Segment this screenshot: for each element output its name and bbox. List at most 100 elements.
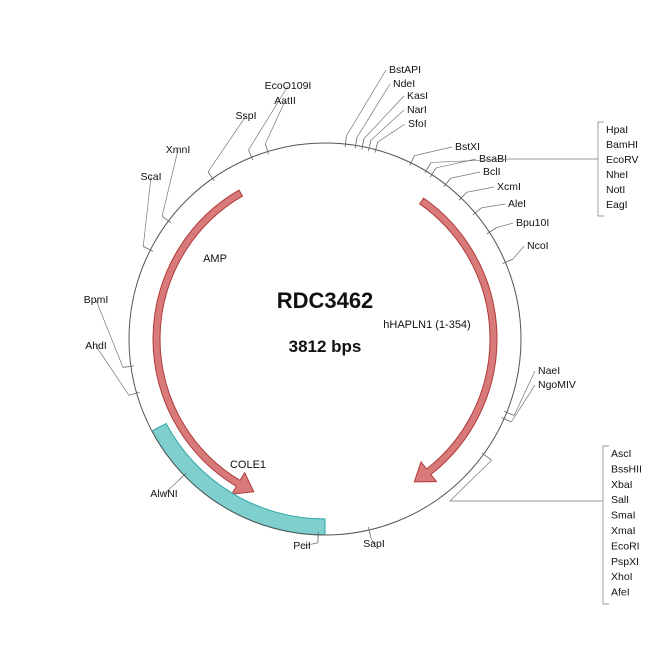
- site-leader-bstapi: [346, 69, 387, 137]
- cluster-label-xmai: XmaI: [611, 525, 636, 537]
- feature-label-cole1: COLE1: [230, 459, 266, 471]
- cluster-label-xhoi: XhoI: [611, 571, 633, 583]
- cluster-label-bsshii: BssHII: [611, 463, 642, 475]
- site-tick-kasi: [361, 138, 365, 150]
- site-tick-nari: [368, 140, 372, 152]
- site-tick-bstapi: [344, 136, 347, 148]
- site-label-alwni: AlwNI: [150, 488, 177, 500]
- site-tick-scai: [143, 246, 154, 252]
- site-tick-ncoi: [502, 258, 513, 264]
- cluster-label-ecori: EcoRI: [611, 540, 640, 552]
- site-leader-nari: [370, 109, 405, 141]
- site-tick-naei: [503, 410, 515, 416]
- plasmid-size: 3812 bps: [289, 337, 362, 356]
- site-leader-kasi: [363, 95, 405, 139]
- site-tick-ngomiv: [501, 417, 512, 423]
- cluster-label-afei: AfeI: [611, 587, 630, 599]
- cluster-tick-1: [481, 452, 492, 461]
- site-label-kasi: KasI: [407, 90, 428, 102]
- site-leader-bstxi: [414, 146, 453, 156]
- site-tick-bpu10i: [486, 227, 497, 235]
- sites-layer: EcoO109I AatII SspI XmnI ScaI BpmI AhdI AlwNI Pc…: [84, 64, 576, 552]
- cluster-label-nhei: NheI: [606, 169, 628, 181]
- site-label-scai: ScaI: [140, 171, 161, 183]
- cluster-label-asci: AscI: [611, 448, 631, 460]
- cluster-label-ecorv: EcoRV: [606, 154, 639, 166]
- cluster-label-sali: SalI: [611, 494, 629, 506]
- cluster-label-eagi: EagI: [606, 199, 628, 211]
- feature-arrow-amp: [152, 189, 255, 495]
- site-leader-aatii: [265, 100, 286, 145]
- feature-arrow-hhapln1: [413, 197, 498, 483]
- cluster-label-noti: NotI: [606, 184, 625, 196]
- site-label-aatii: AatII: [274, 95, 296, 107]
- site-leader-ncoi: [512, 245, 525, 260]
- site-label-bpu10i: Bpu10I: [516, 217, 549, 229]
- site-label-bcli: BclI: [483, 166, 501, 178]
- site-leader-sapi: [370, 537, 375, 545]
- site-leader-xmni: [161, 149, 179, 217]
- cluster-leader-1: [449, 459, 603, 502]
- site-label-sfoi: SfoI: [408, 118, 427, 130]
- site-label-alei: AleI: [508, 198, 526, 210]
- site-leader-ndei: [356, 83, 391, 138]
- site-leader-ahdi: [95, 345, 130, 396]
- site-leader-bsabi: [436, 158, 477, 169]
- cluster-bracket-1: [602, 445, 609, 605]
- feature-label-amp: AMP: [203, 253, 227, 265]
- site-leader-bpmi: [95, 299, 124, 368]
- site-tick-alei: [472, 207, 482, 216]
- cluster-label-pspxi: PspXI: [611, 556, 639, 568]
- cluster-tick-0: [424, 162, 432, 173]
- feature-label-hhapln1: hHAPLN1 (1-354): [383, 319, 470, 331]
- site-tick-sfoi: [374, 141, 379, 153]
- cluster-label-bamhi: BamHI: [606, 139, 638, 151]
- site-leader-sspi: [207, 115, 247, 173]
- site-leader-naei: [513, 370, 536, 416]
- site-tick-bsabi: [429, 167, 437, 178]
- cluster-label-xbai: XbaI: [611, 479, 633, 491]
- site-label-bstapi: BstAPI: [389, 64, 421, 76]
- site-label-bpmi: BpmI: [84, 294, 109, 306]
- cluster-label-smai: SmaI: [611, 510, 636, 522]
- site-tick-bcli: [443, 177, 451, 188]
- plasmid-backbone: [128, 142, 522, 536]
- site-leader-pcii: [301, 542, 318, 547]
- site-label-xcmi: XcmI: [497, 181, 521, 193]
- site-label-ngomiv: NgoMIV: [538, 379, 576, 391]
- cluster-bracket-0: [597, 121, 604, 217]
- site-label-sspi: SspI: [235, 110, 256, 122]
- site-label-naei: NaeI: [538, 365, 560, 377]
- site-label-ncoi: NcoI: [527, 240, 549, 252]
- site-tick-sapi: [368, 526, 372, 538]
- site-label-ahdi: AhdI: [85, 340, 107, 352]
- site-leader-ngomiv: [511, 384, 536, 423]
- site-tick-bstxi: [409, 155, 415, 166]
- site-tick-ndei: [354, 137, 358, 149]
- site-leader-alwni: [163, 480, 179, 495]
- site-tick-aatii: [264, 143, 269, 155]
- clusters-layer: HpaI BamHI EcoRV NheI NotI EagI AscI BssHII XbaI…: [424, 121, 642, 605]
- features-layer: AMP hHAPLN1 (1-354) COLE1: [151, 189, 498, 536]
- site-leader-bpu10i: [495, 222, 514, 229]
- site-label-ecoo109i: EcoO109I: [265, 80, 312, 92]
- site-label-ndei: NdeI: [393, 78, 415, 90]
- site-tick-ecoo109i: [248, 149, 254, 161]
- site-leader-alei: [481, 203, 506, 209]
- site-tick-xmni: [161, 215, 172, 224]
- site-leader-bcli: [450, 171, 481, 179]
- cluster-label-hpai: HpaI: [606, 124, 628, 136]
- site-tick-sspi: [207, 171, 215, 182]
- site-leader-xcmi: [466, 186, 495, 193]
- site-label-xmni: XmnI: [166, 144, 191, 156]
- site-leader-ecoo109i: [248, 85, 289, 151]
- site-tick-alwni: [177, 472, 187, 481]
- site-tick-bpmi: [122, 365, 134, 368]
- site-label-pcii: PciI: [293, 540, 311, 552]
- site-label-bsabi: BsaBI: [479, 153, 507, 165]
- site-leader-scai: [142, 176, 152, 247]
- site-tick-ahdi: [128, 391, 140, 396]
- site-leader-sfoi: [377, 123, 406, 143]
- site-label-sapi: SapI: [363, 538, 385, 550]
